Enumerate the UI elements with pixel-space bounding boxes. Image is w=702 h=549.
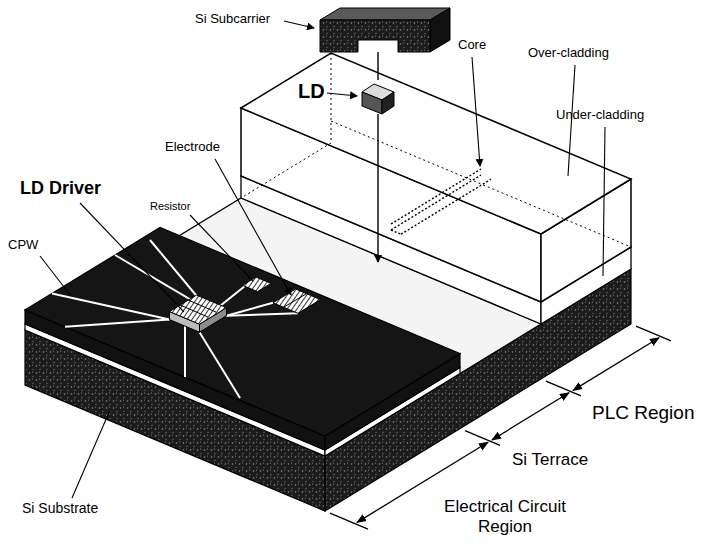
waveguide-core <box>391 169 491 234</box>
hidden-edges <box>331 121 631 247</box>
cpw-lines <box>65 320 170 327</box>
resistor-pattern <box>243 277 272 292</box>
part-label: Si Substrate <box>22 500 98 516</box>
cpw-lines <box>184 326 186 377</box>
part-label: Under-cladding <box>556 108 644 123</box>
leader-lines <box>80 203 184 312</box>
ld-driver-chip <box>188 300 216 312</box>
assembly-arrow <box>377 52 378 80</box>
region-label: PLC Region <box>592 402 694 424</box>
electrode-pads <box>273 289 321 313</box>
resistor-pattern <box>243 277 272 292</box>
si-subcarrier <box>320 8 450 52</box>
ld-chip <box>362 92 382 114</box>
leader-lines <box>72 410 110 498</box>
cpw-lines <box>115 255 197 303</box>
waveguide-core <box>391 169 481 224</box>
region-dimension-arrows <box>573 338 659 391</box>
electrode-pads <box>273 289 321 313</box>
ld-chip <box>362 84 394 114</box>
hidden-edges <box>331 53 332 143</box>
region-label: Electrical Circuit Region <box>420 497 590 536</box>
part-label: LD Driver <box>20 178 101 199</box>
region-dimension-arrows <box>636 326 671 341</box>
waveguide-core <box>391 175 481 230</box>
electrode-pads <box>284 294 306 307</box>
cpw-lines <box>52 294 170 320</box>
waveguide-core <box>401 179 491 234</box>
waveguide-core <box>391 230 401 234</box>
part-label: Core <box>458 38 486 53</box>
leader-lines <box>327 93 357 96</box>
cpw-lines <box>227 313 299 315</box>
assembly-arrow <box>377 52 378 262</box>
leader-lines <box>40 21 605 498</box>
hidden-edges <box>241 143 331 198</box>
ld-driver-chip <box>170 295 227 332</box>
leader-lines <box>215 159 291 295</box>
part-label: Resistor <box>150 200 190 213</box>
hidden-edges <box>241 53 631 247</box>
part-label: Electrode <box>165 140 220 155</box>
ld-chip <box>382 92 394 114</box>
region-dimension-arrows <box>330 513 368 529</box>
part-label: LD <box>298 80 325 103</box>
cpw-lines <box>52 240 298 398</box>
assembly-arrow <box>377 114 378 262</box>
si-subcarrier <box>430 8 450 52</box>
part-label: Over-cladding <box>528 46 609 61</box>
si-subcarrier <box>320 8 450 20</box>
leader-lines <box>472 57 480 166</box>
si-subcarrier <box>320 20 430 52</box>
part-label: CPW <box>8 238 38 253</box>
over-cladding <box>241 53 631 302</box>
part-label: Si Subcarrier <box>195 12 270 27</box>
leader-lines <box>190 215 253 281</box>
cpw-lines <box>200 332 241 398</box>
leader-lines <box>284 21 314 28</box>
leader-lines <box>603 127 605 276</box>
over-cladding <box>241 53 631 234</box>
leader-lines <box>40 256 71 296</box>
region-dimension-arrows <box>492 393 569 440</box>
region-label: Si Terrace <box>512 450 588 470</box>
ld-driver-chip <box>170 295 227 324</box>
